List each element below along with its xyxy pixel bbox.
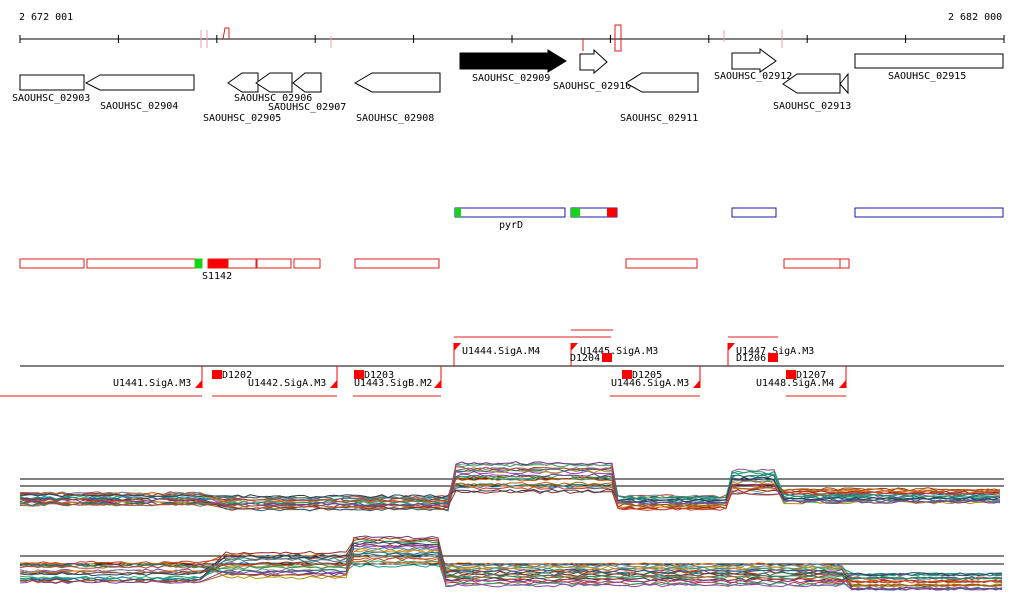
gene-label: SAOUHSC_02912 [714,71,792,82]
gene-label: SAOUHSC_02905 [203,113,281,124]
gene-track: SAOUHSC_02903 SAOUHSC_02904 SAOUHSC_0290… [12,48,1004,124]
promoter-label: U1441.SigA.M3 [113,378,191,389]
promoter-label: U1448.SigA.M4 [756,378,834,389]
terminator-D1204[interactable]: D1204 [570,353,612,364]
promoter-label: U1443.SigB.M2 [354,378,432,389]
gene-SAOUHSC_02909[interactable]: SAOUHSC_02909 [459,49,567,84]
feature-6[interactable] [354,258,440,269]
axis-ticks [19,35,1005,43]
feature-3[interactable] [227,258,257,269]
terminator-label: D1202 [222,370,252,381]
operon-track: pyrD [454,207,1004,231]
gene-label: SAOUHSC_02908 [356,113,434,124]
expression-trace [19,546,1003,591]
expression-trace [19,476,1001,503]
gene-label: SAOUHSC_02904 [100,101,178,112]
gene-label: SAOUHSC_02910 [553,81,631,92]
terminator-D1206[interactable]: D1206 [736,353,778,364]
gene-label: SAOUHSC_02906 [234,93,312,104]
terminator-label: D1205 [632,370,662,381]
terminator-label: D1206 [736,353,766,364]
gene-SAOUHSC_02911[interactable]: SAOUHSC_02911 [620,72,699,124]
terminator-label: D1203 [364,370,394,381]
feature-marker-red [207,258,229,269]
expression-trace [19,554,1003,591]
gene-SAOUHSC_02906[interactable]: SAOUHSC_02906 [234,72,312,104]
gene-SAOUHSC_02908[interactable]: SAOUHSC_02908 [353,72,441,124]
terminator-D1203[interactable]: D1203 [354,370,394,381]
expression-trace [19,559,1003,588]
expression-trace [19,469,1001,510]
promoter-U1441[interactable]: U1441.SigA.M3 [113,366,203,389]
expression-trace [19,543,1003,591]
end-coordinate: 2 682 000 [948,12,1003,23]
promoter-label: U1446.SigA.M3 [611,378,689,389]
feature-2[interactable] [86,258,196,269]
promoter-U1442[interactable]: U1442.SigA.M3 [248,366,338,389]
promoter-label: U1447.SigA.M3 [736,346,814,357]
feature-label-s1142: S1142 [202,271,232,282]
gene-SAOUHSC_02903[interactable]: SAOUHSC_02903 [12,74,90,104]
gene-label: SAOUHSC_02907 [268,102,346,113]
gene-label: SAOUHSC_02913 [773,101,851,112]
gene-SAOUHSC_02910[interactable]: SAOUHSC_02910 [553,48,631,92]
promoter-U1443[interactable]: U1443.SigB.M2 [354,366,442,389]
operon-pyrD[interactable]: pyrD [454,207,566,231]
gene-label: SAOUHSC_02903 [12,93,90,104]
expression-trace [19,548,1002,588]
expression-trace [19,552,1003,577]
promoter-track: U1444.SigA.M4 U1445.SigA.M3 U1447.SigA.M… [0,329,1004,397]
start-coordinate: 2 672 001 [19,12,74,23]
gene-label: SAOUHSC_02909 [472,73,550,84]
gene-label: SAOUHSC_02915 [888,71,966,82]
gene-SAOUHSC_02904[interactable]: SAOUHSC_02904 [84,74,195,112]
gene-SAOUHSC_02907[interactable]: SAOUHSC_02907 [268,72,346,113]
promoter-label: U1445.SigA.M3 [580,346,658,357]
operon-4[interactable] [854,207,1004,218]
promoter-label: U1444.SigA.M4 [462,346,540,357]
expression-trace [19,466,1001,511]
operon-label: pyrD [499,220,523,231]
expression-trace [19,555,1003,587]
promoter-label: U1442.SigA.M3 [248,378,326,389]
terminator-D1202[interactable]: D1202 [212,370,252,381]
promoter-U1445[interactable]: U1445.SigA.M3 [570,343,658,366]
feature-8[interactable] [783,258,841,269]
gene-SAOUHSC_02913[interactable]: SAOUHSC_02913 [773,72,851,112]
promoter-U1446[interactable]: U1446.SigA.M3 [611,366,701,389]
coordinate-axis [19,24,1005,52]
expression-trace [19,557,1003,584]
feature-5[interactable] [293,258,321,269]
terminator-D1207[interactable]: D1207 [786,370,826,381]
gene-SAOUHSC_02915[interactable]: SAOUHSC_02915 [854,53,1004,82]
operon-2[interactable] [570,207,618,218]
operon-3[interactable] [731,207,777,218]
axis-marks [200,30,783,48]
feature-7[interactable] [625,258,698,269]
gene-label: SAOUHSC_02911 [620,113,698,124]
terminator-label: D1204 [570,353,600,364]
promoter-U1448[interactable]: U1448.SigA.M4 [756,366,847,389]
terminator-label: D1207 [796,370,826,381]
expression-trace [19,473,1001,507]
feature-track: S1142 [19,258,850,282]
expression-trace [19,535,1003,591]
expression-track-2 [19,535,1004,591]
promoter-U1444[interactable]: U1444.SigA.M4 [453,343,540,366]
terminator-D1205[interactable]: D1205 [622,370,662,381]
promoter-spans [0,329,846,397]
expression-trace [19,541,1003,582]
feature-marker-green [194,258,203,269]
promoter-U1447[interactable]: U1447.SigA.M3 [727,343,814,366]
expression-track-1 [19,461,1004,512]
feature-4[interactable] [256,258,292,269]
feature-9[interactable] [839,258,850,269]
gene-SAOUHSC_02912[interactable]: SAOUHSC_02912 [714,48,792,82]
expression-trace [19,481,1001,509]
axis-red-marks [222,24,622,52]
feature-1[interactable] [19,258,85,269]
